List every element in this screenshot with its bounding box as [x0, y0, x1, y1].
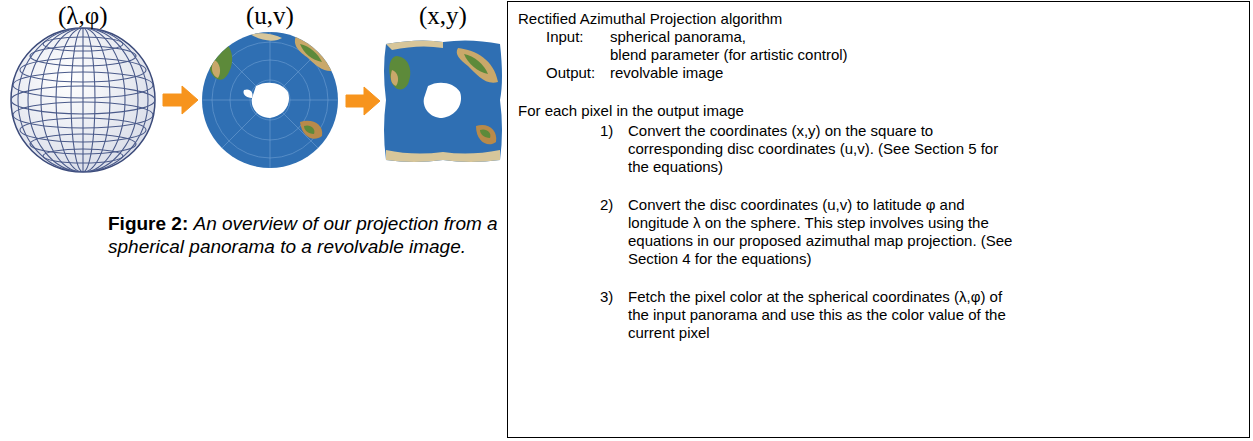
- azimuthal-disc-map: [202, 32, 338, 168]
- projection-stage: (u,v): [202, 32, 338, 168]
- algorithm-line: Convert the disc coordinates (u,v) to la…: [628, 196, 1018, 268]
- algorithm-line: Output:: [546, 64, 606, 82]
- coordinate-label: (λ,φ): [58, 2, 107, 30]
- algorithm-line: spherical panorama,: [610, 28, 1010, 46]
- projection-stage: (x,y): [384, 40, 502, 162]
- coordinate-label: (x,y): [419, 2, 467, 30]
- flow-arrow: [163, 86, 198, 114]
- algorithm-line: For each pixel in the output image: [518, 102, 1018, 120]
- algorithm-line: revolvable image: [610, 64, 1010, 82]
- algorithm-line: Convert the coordinates (x,y) on the squ…: [628, 122, 1018, 176]
- flow-arrow: [346, 87, 380, 115]
- algorithm-line: 2): [600, 196, 626, 214]
- rectified-square-map: [384, 40, 502, 162]
- algorithm-line: 3): [600, 288, 626, 306]
- algorithm-line: blend parameter (for artistic control): [610, 46, 1010, 64]
- figure-caption: Figure 2: An overview of our projection …: [108, 212, 508, 258]
- algorithm-title: Rectified Azimuthal Projection algorithm: [518, 10, 1018, 28]
- algorithm-line: 1): [600, 122, 626, 140]
- coordinate-label: (u,v): [246, 2, 294, 30]
- algorithm-line: Fetch the pixel color at the spherical c…: [628, 288, 1018, 342]
- wireframe-sphere: [11, 28, 155, 172]
- projection-stage: (λ,φ): [11, 28, 155, 172]
- figure-number: Figure 2:: [108, 213, 188, 234]
- algorithm-box: Rectified Azimuthal Projection algorithm…: [507, 1, 1250, 438]
- algorithm-line: Input:: [546, 28, 606, 46]
